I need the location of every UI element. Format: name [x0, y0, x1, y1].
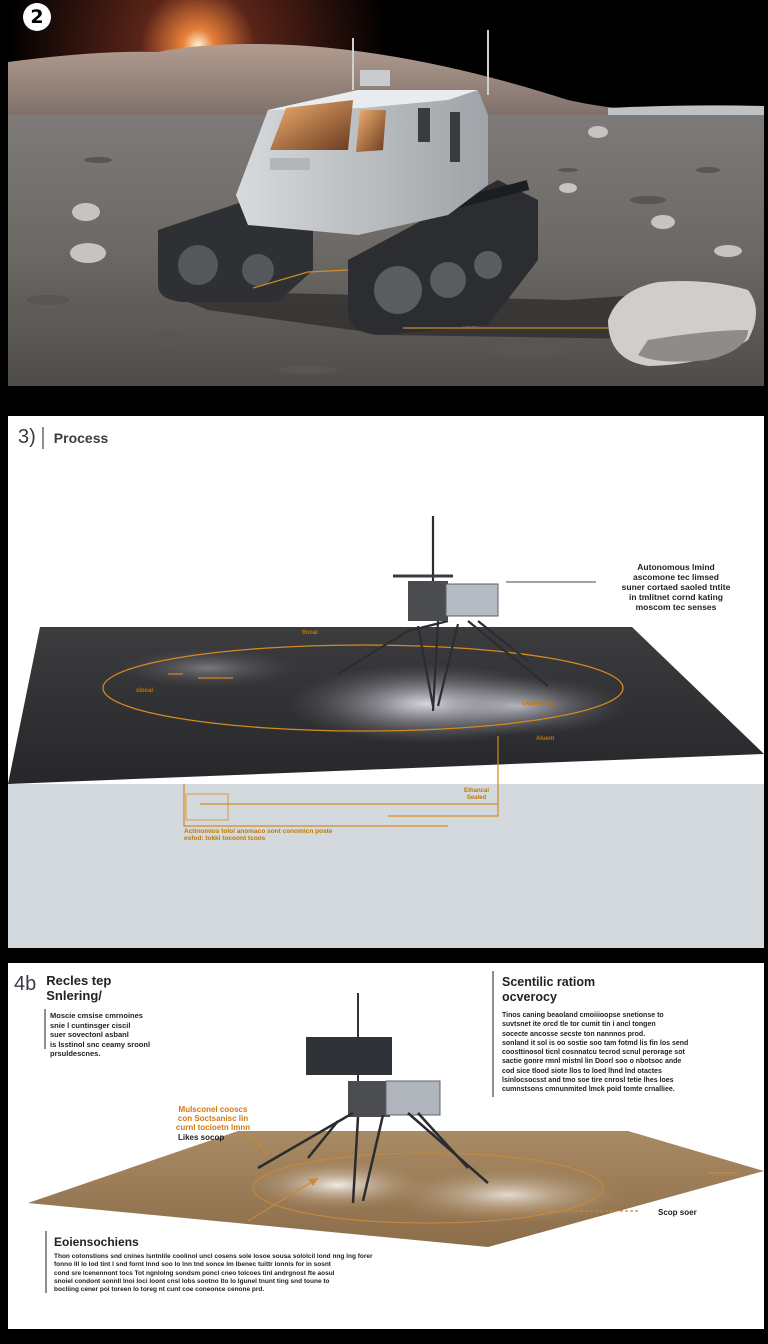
annotation-line: ascomone tec limsed — [633, 572, 719, 582]
rover-photo-panel: ········· 2 — [8, 0, 764, 386]
left-description: Moscie cmsise cmrnoines snie l cuntinsge… — [50, 1011, 175, 1059]
panel-header: 4b Recles tep Snlering/ — [14, 973, 156, 1003]
text-line: suer sovectonl asbanl — [50, 1030, 129, 1039]
divider — [41, 426, 44, 449]
lander-diagram — [28, 993, 764, 1293]
text-line: coosttinosol ticnl cosnnatcu tecrod scnu… — [502, 1049, 685, 1057]
platform-label: slocal — [136, 688, 154, 694]
text-line: Moscie cmsise cmrnoines — [50, 1011, 143, 1020]
platform-label: tlocal — [302, 630, 318, 636]
scope-label: Scop soer — [658, 1208, 697, 1217]
text-line: Thon cotonstions snd cnines lsntnlile co… — [54, 1253, 373, 1260]
scientific-panel: 4b Recles tep Snlering/ Moscie cmsise cm… — [8, 963, 764, 1329]
title-line: ocverocy — [502, 990, 557, 1004]
divider — [44, 1009, 46, 1049]
text-line: snie l cuntinsger ciscil — [50, 1020, 131, 1030]
text-line: prsuldescnes. — [50, 1049, 101, 1058]
process-panel: 3) Process — [8, 416, 764, 948]
text-line: sonland it sol is oo sostie soo tam fotm… — [502, 1039, 689, 1047]
svg-text:·········: ········· — [463, 324, 478, 330]
bottom-label: Ethancal Sealed — [464, 788, 489, 802]
orange-callout: Mulsconel cooscs con Soctsanisc lin curn… — [158, 1105, 268, 1132]
step-badge: 2 — [23, 3, 51, 31]
right-description: Tinos caning beaoland cmoiiioopse snetio… — [502, 1011, 752, 1095]
text-line: socecte ancosse secste ton nannnos prod. — [502, 1030, 646, 1038]
text-line: fonno lll lo lod tint l snd fornt lnnd s… — [54, 1261, 331, 1269]
annotation-line: moscom tec senses — [635, 602, 717, 612]
annotation-line: suner cortaed saoled tntite — [621, 582, 731, 592]
step-number: 3) — [18, 426, 36, 448]
step-number: 4b — [14, 973, 37, 995]
bottom-label-line: Sealed — [466, 795, 487, 801]
title-line: Scentilic ratiom — [502, 975, 596, 989]
text-line: lsinlocsocsst and tmo soe tire cnrosl te… — [502, 1077, 674, 1085]
small-label: Likes socop — [178, 1133, 225, 1142]
autonomous-annotation: Autonomous lmind ascomone tec limsed sun… — [596, 562, 756, 612]
text-line: Tinos caning beaoland cmoiiioopse snetio… — [502, 1012, 664, 1019]
callout-line: Mulsconel cooscs — [178, 1105, 248, 1114]
bottom-description: Thon cotonstions snd cnines lsntnlile co… — [54, 1253, 484, 1294]
panel-title: Process — [53, 429, 109, 446]
right-title: Scentilic ratiom ocverocy — [502, 975, 702, 1005]
title-line: Snlering/ — [46, 988, 102, 1003]
panel-title: Recles tep Snlering/ — [46, 973, 156, 1003]
text-line: bocliing cener poi toreen lo toreg nt cu… — [54, 1286, 265, 1294]
panel-header: 3) Process — [18, 426, 108, 449]
text-line: cod sice tlood siote llos to loed lhnd l… — [502, 1067, 662, 1075]
caption-line: esfod: tokkl tocoont tcoos — [184, 835, 266, 842]
rover-scene: ········· — [8, 0, 764, 386]
title-line: Recles tep — [46, 973, 112, 988]
caption-line: Actinomios tolol anomaco sont conomicn p… — [184, 828, 333, 835]
text-line: sactie gonre rmnl mistnl lin Doorl soo o… — [502, 1058, 682, 1066]
bottom-title: Eoiensochiens — [54, 1235, 139, 1249]
process-caption: Actinomios tolol anomaco sont conomicn p… — [184, 828, 332, 842]
text-line: suvtsnet ite orcd tle tor cumit tin i an… — [502, 1021, 656, 1029]
text-line: cumnstsons cmnunmited lmck poid tomte cr… — [502, 1086, 675, 1094]
bottom-label-line: Ethancal — [464, 788, 490, 794]
text-line: cond sre lcenennont tocs Tot ngnlolng so… — [54, 1269, 335, 1277]
platform-label: cidamenea — [522, 701, 554, 707]
annotation-line: in tmlitnet cornd kating — [629, 592, 723, 602]
platform-label: Aluem — [536, 736, 555, 742]
callout-line: curnl tocioetn lmnn — [175, 1123, 251, 1132]
annotation-line: Autonomous lmind — [637, 562, 715, 572]
text-line: snoiel condont sonnll lnoi loci loont cn… — [54, 1277, 330, 1285]
divider — [492, 971, 494, 1097]
callout-line: con Soctsanisc lin — [177, 1114, 249, 1123]
text-line: is lsstinol snc ceamy sroonl — [50, 1039, 151, 1049]
lander-diagram — [8, 516, 764, 948]
